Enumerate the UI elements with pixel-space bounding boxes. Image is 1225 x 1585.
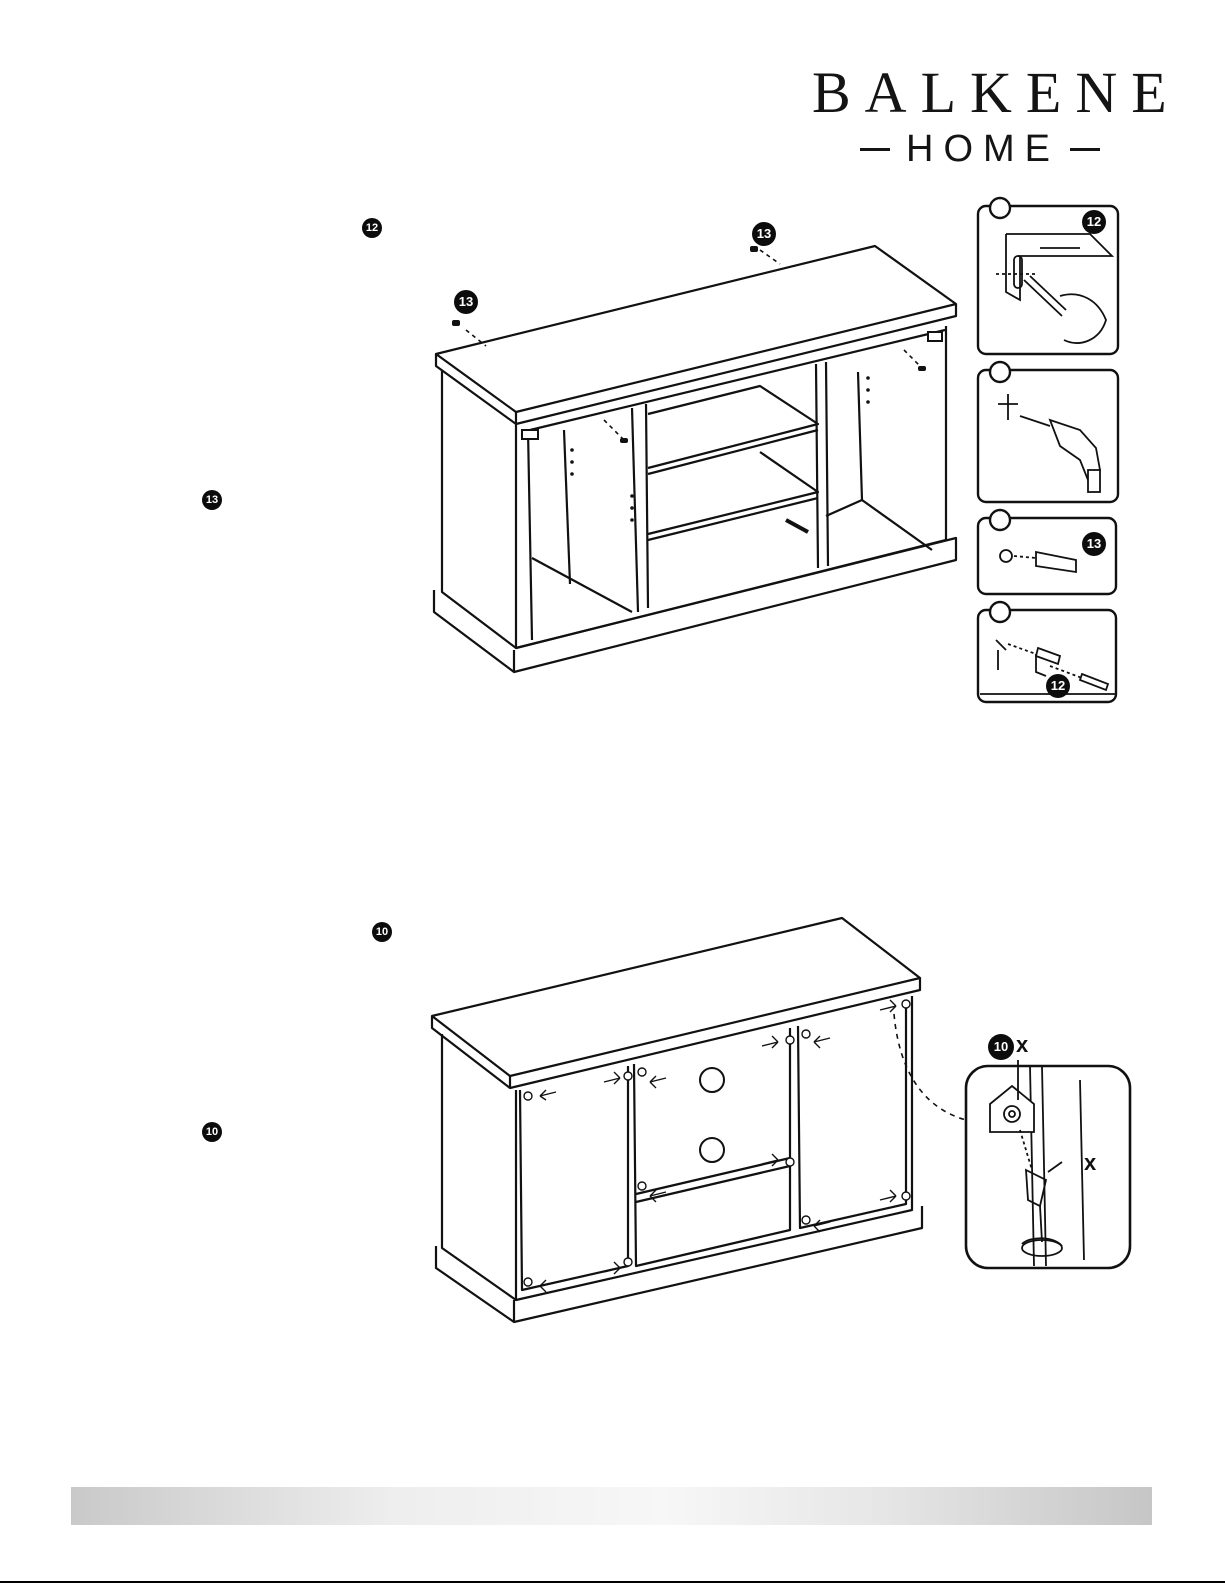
bottom-rule xyxy=(0,1581,1225,1583)
part-marker-10-callout: 10 xyxy=(988,1034,1014,1060)
footer-bar xyxy=(71,1487,1152,1525)
callout-multiplier: x xyxy=(1016,1032,1028,1058)
callout-side-x: x xyxy=(1084,1150,1096,1176)
